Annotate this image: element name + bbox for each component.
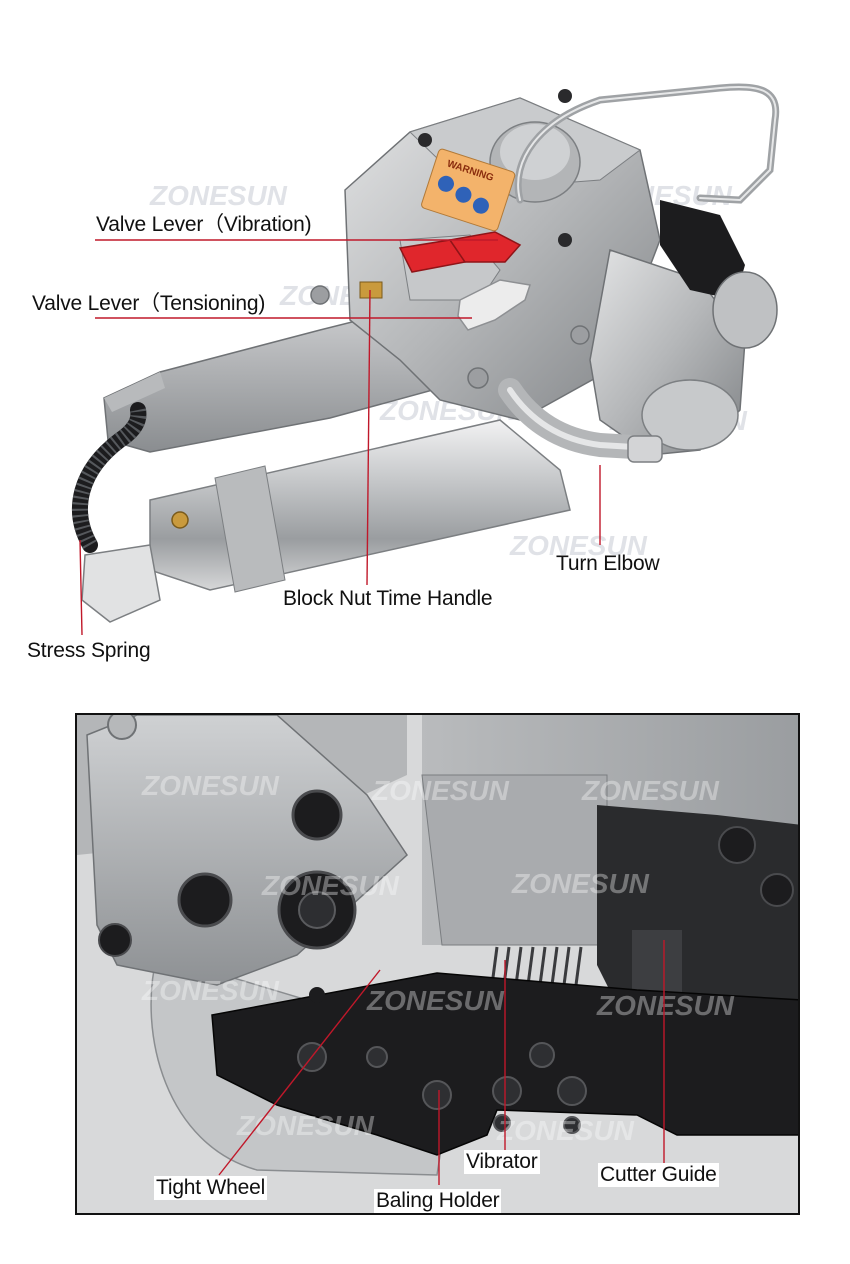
closeup-illustration: ZONESUN ZONESUN ZONESUN ZONESUN ZONESUN … bbox=[77, 715, 798, 1213]
leader-line-stress-spring bbox=[79, 539, 83, 636]
watermark-text: ZONESUN bbox=[141, 770, 280, 801]
callout-valve-tensioning: Valve Lever（Tensioning) bbox=[32, 292, 266, 315]
callout-tight-wheel: Tight Wheel bbox=[154, 1176, 268, 1200]
tool-overview-panel: ZONESUN ZONESUN ZONESUN ZONESUN ZONESUN … bbox=[27, 83, 780, 662]
plate-holes bbox=[297, 1042, 587, 1134]
callout-stress-spring: Stress Spring bbox=[27, 639, 151, 662]
top-screw bbox=[558, 89, 572, 103]
watermark-text: ZONESUN bbox=[596, 990, 735, 1021]
cutter-guide-part bbox=[632, 930, 682, 1000]
main-cylinder bbox=[149, 419, 571, 591]
brass-fitting bbox=[359, 281, 383, 299]
watermark-text: ZONESUN bbox=[509, 530, 648, 561]
watermark-text: ZONESUN bbox=[581, 775, 720, 806]
watermark-group: ZONESUN ZONESUN ZONESUN ZONESUN ZONESUN … bbox=[141, 770, 735, 1146]
callout-block-nut: Block Nut Time Handle bbox=[283, 587, 493, 610]
watermark-text: ZONESUN bbox=[141, 975, 280, 1006]
arm-bolt bbox=[291, 789, 343, 841]
leader-line-block-nut bbox=[366, 289, 371, 586]
callout-cutter-guide: Cutter Guide bbox=[598, 1163, 719, 1187]
warning-label: WARNING bbox=[421, 148, 516, 232]
handle-end-cap bbox=[104, 372, 165, 412]
watermark-text: ZONESUN bbox=[371, 775, 510, 806]
watermark-text: ZONESUN bbox=[511, 868, 650, 899]
cylinder-nut bbox=[214, 465, 286, 593]
body-screw bbox=[570, 325, 590, 345]
elbow-nozzle bbox=[627, 435, 663, 463]
top-screw bbox=[418, 133, 432, 147]
tool-overview-illustration: ZONESUN ZONESUN ZONESUN ZONESUN ZONESUN … bbox=[72, 83, 780, 636]
watermark-text: ZONESUN bbox=[261, 870, 400, 901]
warning-symbol-icon bbox=[455, 186, 472, 203]
side-housing-cover bbox=[641, 379, 739, 451]
mechanism-bolt bbox=[760, 873, 794, 907]
tight-wheel-bolts bbox=[98, 715, 357, 1003]
arm-bolt bbox=[98, 923, 132, 957]
black-knob bbox=[660, 200, 745, 300]
vibrator-teeth bbox=[490, 946, 583, 986]
leader-lines bbox=[79, 239, 601, 636]
wire-bail-highlight bbox=[517, 85, 777, 202]
warning-symbol-icon bbox=[437, 175, 454, 192]
turn-elbow-highlight bbox=[507, 387, 653, 451]
warning-symbol-icon bbox=[472, 197, 489, 214]
watermark-text: ZONESUN bbox=[149, 180, 288, 211]
knob-end-cap bbox=[712, 271, 778, 349]
body-screw bbox=[467, 367, 489, 389]
pivot-pin bbox=[107, 715, 137, 740]
brass-screw bbox=[171, 511, 189, 529]
small-screw bbox=[309, 987, 325, 1003]
cylinder-end-block bbox=[81, 544, 161, 623]
mechanism-bolt bbox=[718, 826, 756, 864]
leader-line-tight-wheel bbox=[218, 969, 381, 1176]
side-screw bbox=[310, 285, 330, 305]
callout-vibrator: Vibrator bbox=[464, 1150, 540, 1174]
arm-bolt bbox=[177, 872, 233, 928]
leader-lines bbox=[218, 940, 665, 1185]
callout-valve-vibration: Valve Lever（Vibration) bbox=[96, 213, 312, 236]
callout-turn-elbow: Turn Elbow bbox=[556, 552, 660, 575]
tight-wheel-hub bbox=[298, 891, 336, 929]
watermark-text: ZONESUN bbox=[496, 1115, 635, 1146]
closeup-panel: ZONESUN ZONESUN ZONESUN ZONESUN ZONESUN … bbox=[75, 713, 800, 1215]
body-screw bbox=[558, 233, 572, 247]
stress-spring-coil-ridges bbox=[72, 408, 147, 549]
watermark-text: ZONESUN bbox=[366, 985, 505, 1016]
callout-baling-holder: Baling Holder bbox=[374, 1189, 502, 1213]
watermark-text: ZONESUN bbox=[236, 1110, 375, 1141]
